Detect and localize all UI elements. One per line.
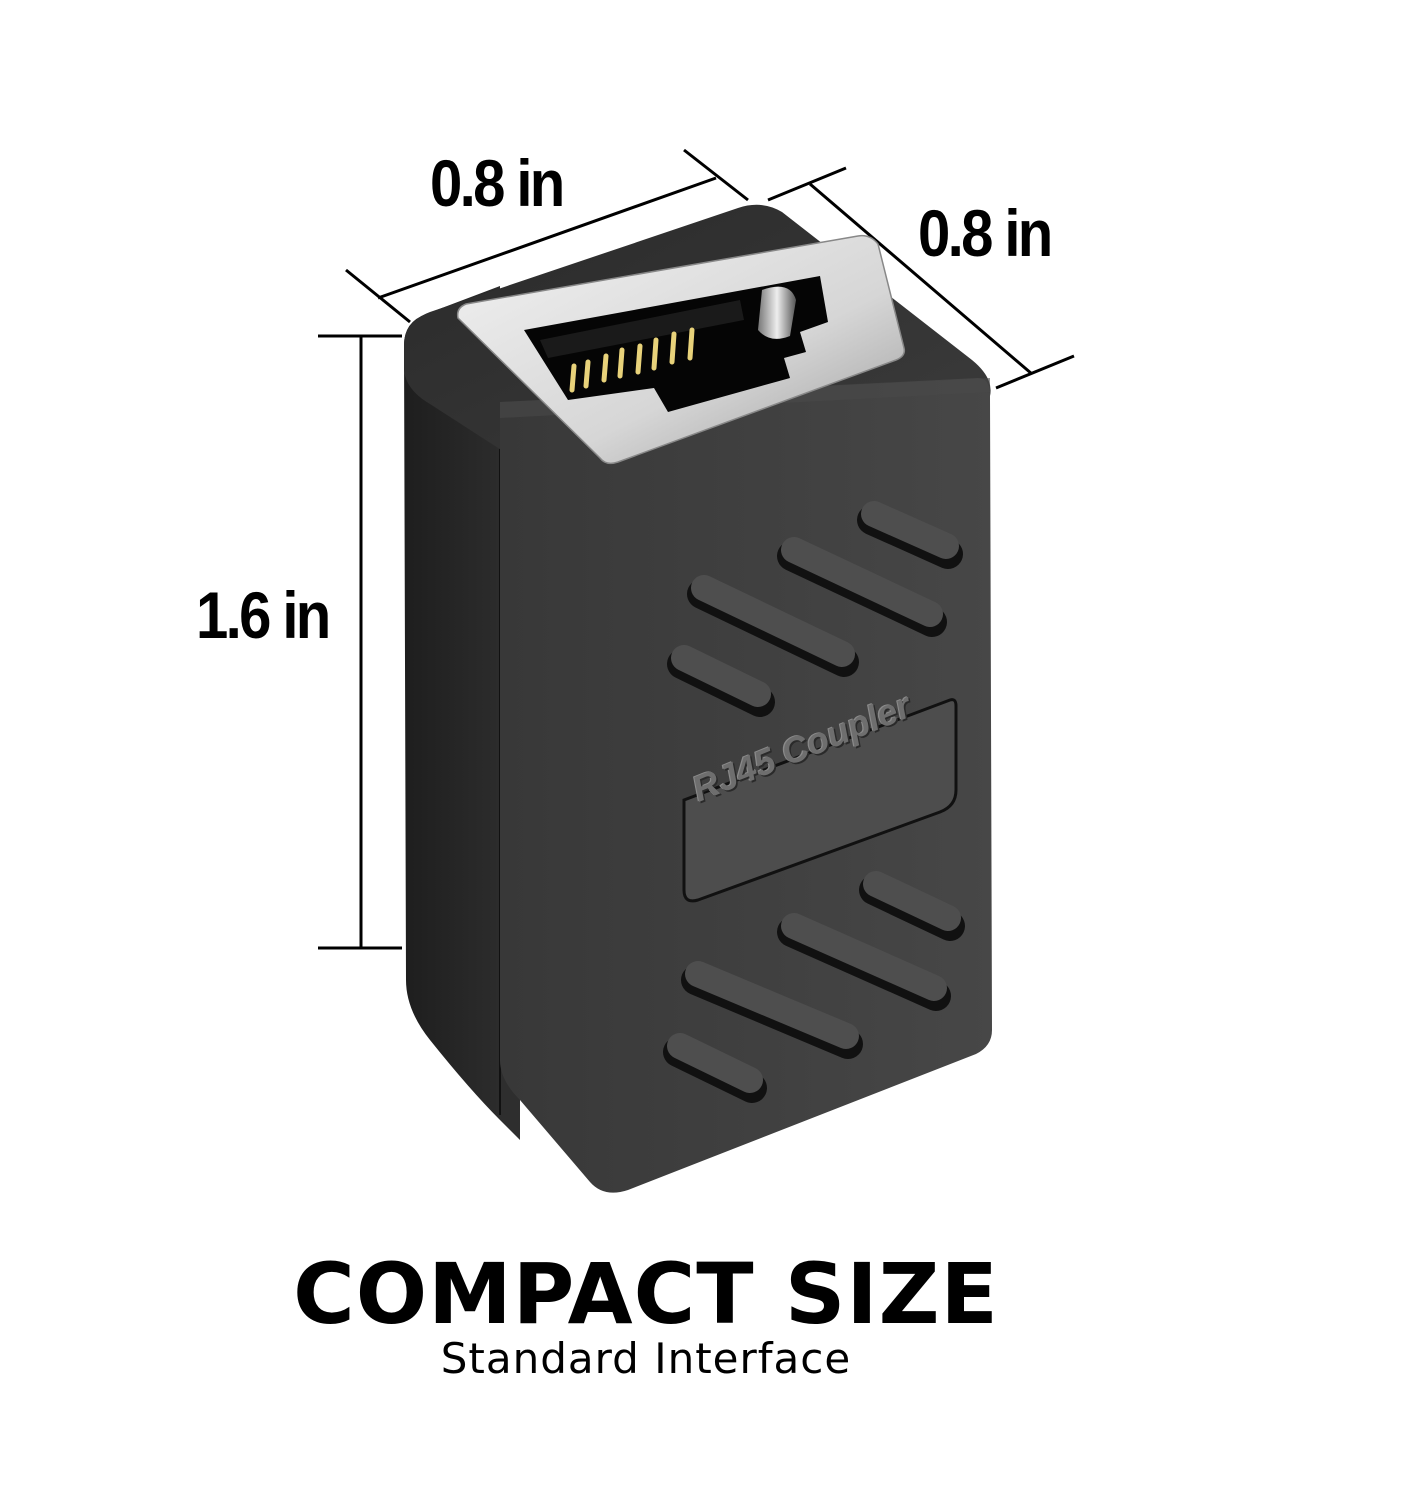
grip-ridges-upper — [667, 501, 963, 717]
caption-title: COMPACT SIZE — [293, 1245, 999, 1343]
port-opening — [524, 276, 828, 412]
label-plate — [682, 698, 958, 903]
caption-subtitle: Standard Interface — [440, 1334, 852, 1383]
depth-dimension-label: 0.8 in — [918, 196, 1053, 270]
grip-ridges-lower — [663, 871, 965, 1103]
height-dimension-label: 1.6 in — [196, 578, 331, 652]
contact-pins — [569, 327, 695, 393]
width-dimension-label: 0.8 in — [430, 146, 565, 220]
coupler-side-face — [404, 286, 500, 1120]
dimension-lines — [318, 148, 1075, 950]
port-latch — [758, 286, 796, 339]
